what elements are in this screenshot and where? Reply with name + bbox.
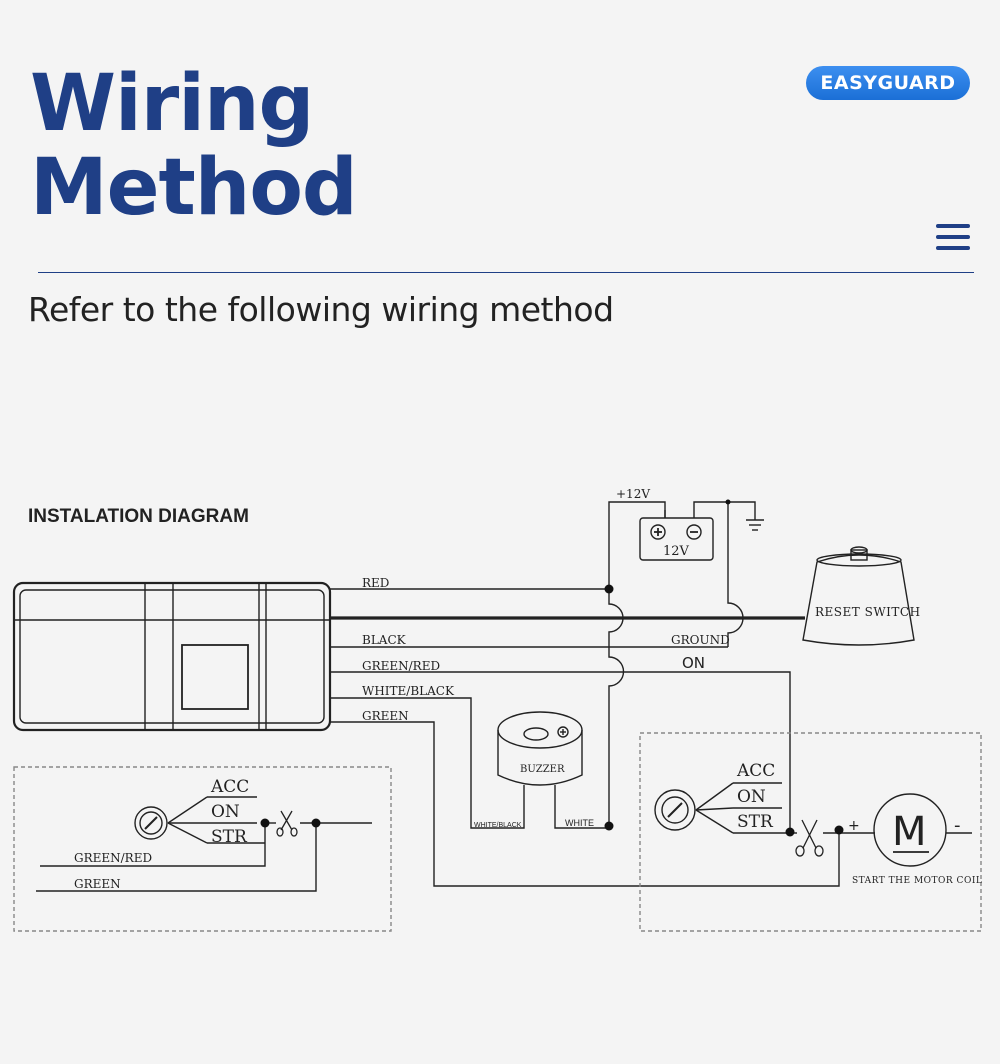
left-green-label: GREEN xyxy=(74,877,121,891)
motor-plus: + xyxy=(848,818,860,834)
header-divider xyxy=(38,272,974,273)
battery-label: 12V xyxy=(663,544,690,559)
buzzer-wire-white-black: WHITE/BLACK xyxy=(474,822,522,829)
diagram-heading: INSTALATION DIAGRAM xyxy=(28,506,249,527)
left-acc-label: ACC xyxy=(210,777,249,797)
reset-switch xyxy=(802,546,915,646)
right-str-label: STR xyxy=(737,812,774,832)
motor-minus: - xyxy=(954,815,961,836)
buzzer-wire-white: WHITE xyxy=(565,818,594,828)
battery-plus-label: +12V xyxy=(616,487,650,501)
motor-caption: START THE MOTOR COIL xyxy=(852,876,982,886)
wire-green-label: GREEN xyxy=(362,709,409,723)
title-line-2: Method xyxy=(30,143,358,233)
motor-letter: M xyxy=(892,809,927,855)
ignition-right xyxy=(654,782,875,834)
scissors-icon xyxy=(276,810,298,837)
menu-icon[interactable] xyxy=(936,224,970,250)
left-on-label: ON xyxy=(211,802,240,822)
wire-black-label: BLACK xyxy=(362,633,407,647)
brand-logo: EASYGUARD xyxy=(806,66,970,100)
buzzer-label: BUZZER xyxy=(520,764,565,775)
title-line-1: Wiring xyxy=(30,59,314,149)
right-on-label: ON xyxy=(737,787,766,807)
ignition-left xyxy=(36,796,372,892)
wiring-diagram: INSTALATION DIAGRAM +12V 12V RESET SWITC… xyxy=(12,487,982,932)
subtitle: Refer to the following wiring method xyxy=(28,290,614,329)
alarm-module xyxy=(12,581,332,732)
wire-green-red-label: GREEN/RED xyxy=(362,659,440,673)
left-str-label: STR xyxy=(211,827,248,847)
motor-icon xyxy=(873,793,972,867)
page-title: Wiring Method xyxy=(30,59,358,233)
scissors-icon-right xyxy=(795,819,824,857)
left-green-red-label: GREEN/RED xyxy=(74,851,152,865)
wire-white-black-label: WHITE/BLACK xyxy=(362,684,455,698)
wire-red-label: RED xyxy=(362,576,389,590)
right-acc-label: ACC xyxy=(736,761,775,781)
reset-switch-label: RESET SWITCH xyxy=(815,605,921,619)
on-label: ON xyxy=(682,654,705,672)
ground-label: GROUND xyxy=(671,633,730,647)
buzzer xyxy=(497,711,583,786)
